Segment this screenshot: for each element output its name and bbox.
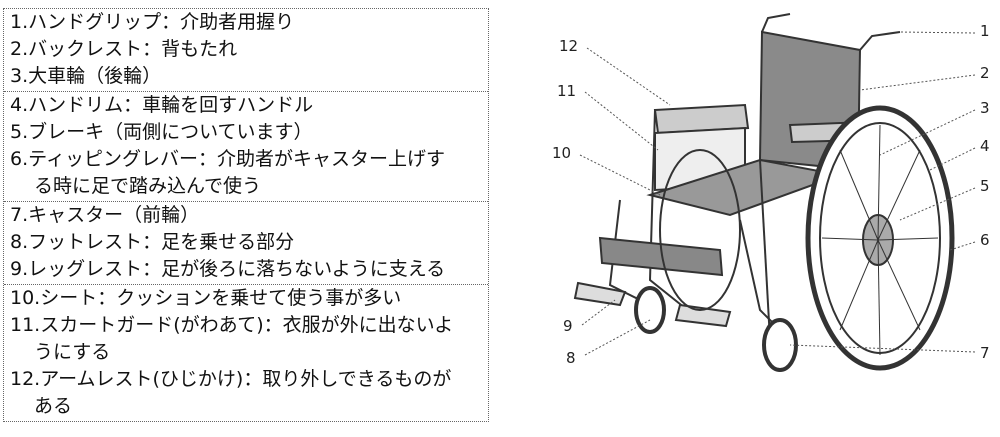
legend-item-tipping-lever-cont: る時に足で踏み込んで使う [34,175,262,197]
legend-item-rear-wheel: 3.大車輪（後輪） [10,65,162,87]
legend-item-hand-rim: 4.ハンドリム：車輪を回すハンドル [10,94,314,116]
legend-item-skirt-guard: 11.スカートガード(がわあて)：衣服が外に出ないよ [10,314,454,336]
label-1: 1 [980,22,990,40]
wheelchair-illustration [573,13,955,372]
label-12: 12 [559,37,578,55]
label-3: 3 [980,99,990,117]
label-5: 5 [980,177,990,195]
label-11: 11 [557,82,576,100]
legend-item-armrest-cont: ある [34,395,73,417]
legend-item-caster: 7.キャスター（前輪） [10,204,200,226]
legend-group: 4.ハンドリム：車輪を回すハンドル 5.ブレーキ（両側についています） 6.ティ… [4,92,488,202]
callout-numbers: 1 2 3 4 5 6 7 8 9 10 11 12 [552,22,990,367]
label-6: 6 [980,231,990,249]
legend-item-tipping-lever: 6.ティッピングレバー：介助者がキャスター上げす [10,148,445,170]
legend-group: 7.キャスター（前輪） 8.フットレスト：足を乗せる部分 9.レッグレスト：足が… [4,202,488,285]
parts-legend-table: 1.ハンドグリップ：介助者用握り 2.バックレスト：背もたれ 3.大車輪（後輪）… [3,8,489,422]
legend-item-armrest: 12.アームレスト(ひじかけ)：取り外しできるものが [10,368,452,390]
label-10: 10 [552,144,571,162]
legend-item-footrest: 8.フットレスト：足を乗せる部分 [10,231,295,253]
wheelchair-diagram: 1 2 3 4 5 6 7 8 9 10 11 12 [552,13,990,372]
legend-item-hand-grip: 1.ハンドグリップ：介助者用握り [10,11,295,33]
legend-item-brake: 5.ブレーキ（両側についています） [10,121,313,143]
legend-item-legrest: 9.レッグレスト：足が後ろに落ちないように支える [10,258,446,280]
label-9: 9 [563,317,573,335]
label-8: 8 [566,349,576,367]
legend-item-skirt-guard-cont: うにする [34,341,111,363]
label-4: 4 [980,137,990,155]
legend-item-seat: 10.シート：クッションを乗せて使う事が多い [10,287,402,309]
label-2: 2 [980,64,990,82]
legend-group: 1.ハンドグリップ：介助者用握り 2.バックレスト：背もたれ 3.大車輪（後輪） [4,9,488,92]
legend-item-backrest: 2.バックレスト：背もたれ [10,38,238,60]
label-7: 7 [980,344,990,362]
callout-lines [579,31,976,356]
legend-group: 10.シート：クッションを乗せて使う事が多い 11.スカートガード(がわあて)：… [4,285,488,421]
